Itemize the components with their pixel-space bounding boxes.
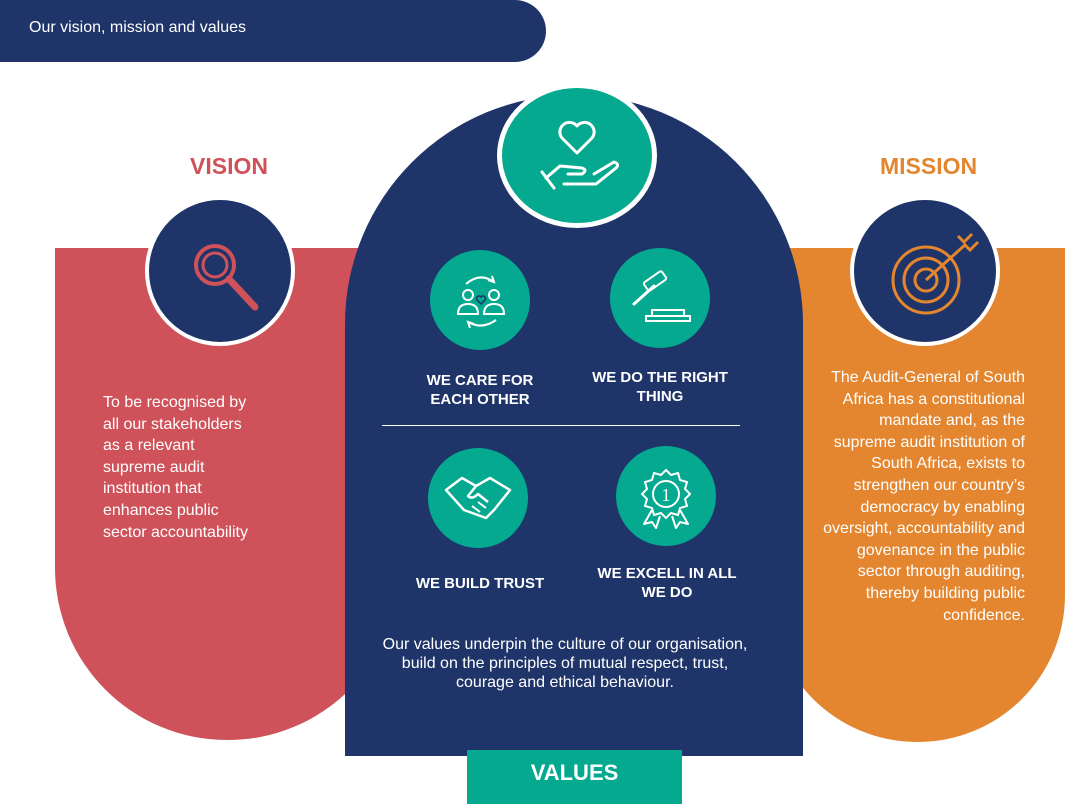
- header-bar: [0, 0, 546, 62]
- value-excel-circle: 1: [616, 446, 716, 546]
- vision-title: VISION: [190, 153, 268, 179]
- magnifier-icon: [194, 244, 259, 311]
- mission-title: MISSION: [880, 153, 978, 179]
- handshake-icon: [444, 476, 512, 520]
- heart-hand-icon: [540, 120, 620, 190]
- values-top-circle: [497, 83, 657, 228]
- value-label-trust: WE BUILD TRUST: [415, 575, 545, 592]
- values-banner: [467, 750, 682, 804]
- values-divider: [382, 425, 740, 426]
- value-label-care: WE CARE FOR EACH OTHER: [426, 372, 534, 408]
- vision-statement: To be recognised by all our stakeholders…: [103, 394, 248, 541]
- people-care-icon: [456, 275, 506, 329]
- value-right-circle: [610, 248, 710, 348]
- value-trust-circle: [428, 448, 528, 548]
- mission-statement: The Audit-General of South Africa has a …: [823, 369, 1025, 624]
- svg-text:1: 1: [662, 485, 671, 505]
- page-title: Our vision, mission and values: [29, 19, 246, 36]
- values-banner-label: VALUES: [530, 760, 619, 785]
- values-description: Our values underpin the culture of our o…: [382, 636, 748, 691]
- vision-icon-circle: [145, 196, 295, 346]
- value-label-excel: WE EXCELL IN ALL WE DO: [597, 565, 737, 601]
- gavel-icon: [632, 270, 691, 322]
- mission-icon-circle: [850, 196, 1000, 346]
- value-care-circle: [430, 250, 530, 350]
- award-rosette-icon: 1: [640, 468, 692, 529]
- value-label-right: WE DO THE RIGHT THING: [592, 369, 728, 405]
- target-icon: [891, 232, 980, 315]
